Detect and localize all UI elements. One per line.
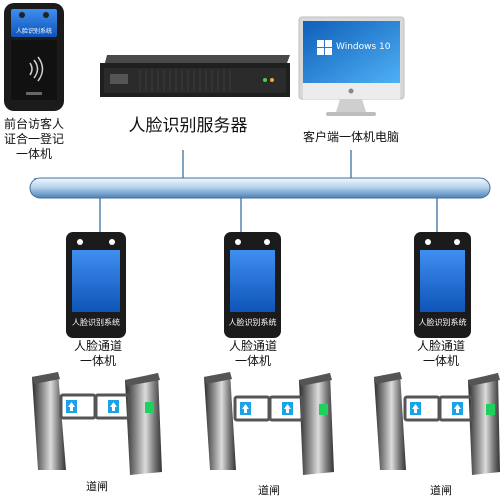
terminal-3-label: 人脸通道 一体机: [409, 339, 473, 369]
turnstile-gate-2: [204, 372, 334, 475]
terminal-2-label: 人脸通道 一体机: [221, 339, 285, 369]
gate-1-label: 道闸: [86, 480, 108, 493]
server-label: 人脸识别服务器: [128, 116, 248, 136]
network-bus: [29, 177, 491, 199]
windows-logo-icon: [317, 40, 332, 55]
terminal-1-screen-title: 人脸识别系统: [72, 318, 120, 327]
terminal-3-screen-title: 人脸识别系统: [418, 318, 467, 327]
terminal-2-label-line-2: 一体机: [234, 354, 271, 368]
terminal-2-screen-title: 人脸识别系统: [228, 318, 277, 327]
terminal-1-label-line-2: 一体机: [79, 354, 116, 368]
client-pc-os-text: Windows 10: [336, 42, 391, 52]
front-desk-label-line-3: 一体机: [15, 147, 52, 161]
connection-lines: [34, 150, 438, 232]
access-terminal-3: [414, 232, 471, 338]
front-desk-label: 前台访客人 证合一登记 一体机: [0, 117, 68, 162]
gate-3-label: 道闸: [430, 484, 452, 497]
front-desk-label-line-2: 证合一登记: [3, 132, 64, 146]
terminal-3-label-line-1: 人脸通道: [416, 339, 465, 353]
client-pc-icon: [298, 16, 405, 116]
terminal-1-label: 人脸通道 一体机: [66, 339, 130, 369]
terminal-2-label-line-1: 人脸通道: [228, 339, 277, 353]
gate-2-label: 道闸: [258, 484, 280, 497]
turnstile-gate-1: [32, 372, 162, 475]
front-desk-terminal: [4, 3, 64, 111]
front-desk-label-line-1: 前台访客人: [3, 117, 64, 131]
client-pc-label: 客户端一体机电脑: [302, 130, 399, 144]
turnstile-gate-3: [374, 372, 500, 475]
access-terminal-2: [224, 232, 281, 338]
terminal-3-label-line-2: 一体机: [422, 354, 459, 368]
nfc-icon: [29, 56, 44, 82]
terminal-1-label-line-1: 人脸通道: [73, 339, 122, 353]
front-desk-screen-title: 人脸识别系统: [15, 28, 52, 35]
access-terminal-1: [66, 232, 126, 338]
server-icon: [100, 55, 290, 97]
